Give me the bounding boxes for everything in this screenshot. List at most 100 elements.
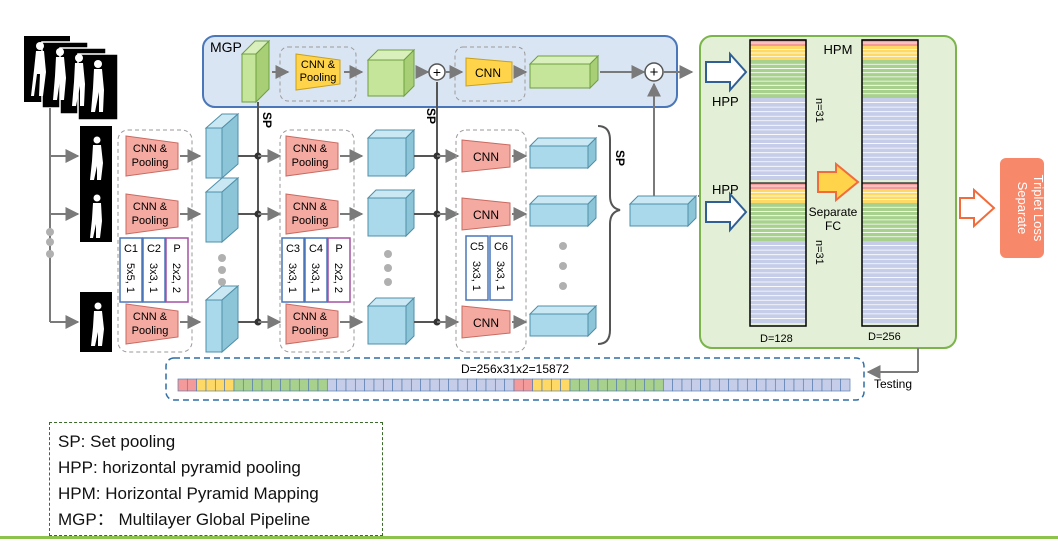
layer-spec-c5: C5 3x3, 1 (465, 235, 489, 301)
stage1-row3-label-b: Pooling (132, 325, 169, 337)
silhouette-frame-3 (80, 292, 112, 352)
p2-spec: 2x2, 2 (332, 263, 344, 293)
vector-cell (597, 378, 608, 392)
vector-cell (177, 378, 188, 392)
vector-cell (476, 378, 487, 392)
vector-cell (812, 378, 823, 392)
stage3-feature-map-2 (529, 195, 597, 227)
separate-triplet-loss-box[interactable] (1000, 158, 1044, 258)
vector-cell (672, 378, 683, 392)
vector-cell (532, 378, 543, 392)
layer-spec-c4: C4 3x3, 1 (304, 237, 328, 303)
vector-cell (401, 378, 412, 392)
p1-spec: 2x2, 2 (170, 263, 182, 293)
stage2-row3-label-a: CNN & (293, 311, 328, 323)
mgp-add-node-2: + (644, 62, 664, 82)
vector-cell (186, 378, 198, 392)
hpp-label-bottom: HPP (712, 182, 739, 197)
mgp-cnn-pooling-label-b: Pooling (300, 72, 337, 84)
vector-cell (700, 378, 711, 392)
stage2-feature-map-1 (367, 129, 415, 177)
vector-cell (326, 378, 338, 392)
testing-label: Testing (874, 377, 912, 391)
vector-cell (317, 378, 328, 392)
vector-cell (261, 378, 272, 392)
mgp-add-node-2-sign: + (650, 64, 659, 81)
vector-cell (765, 378, 776, 392)
vector-cell (840, 378, 851, 392)
vector-cell (289, 378, 300, 392)
vector-cell (233, 378, 244, 392)
vector-cell (774, 378, 786, 392)
legend-sp: SP: Set pooling (58, 432, 176, 451)
final-feature-dashed-box (165, 357, 865, 401)
vector-cell (690, 378, 702, 392)
hpm-title: HPM (824, 42, 853, 57)
vector-cell (550, 378, 562, 392)
vector-cell (662, 378, 674, 392)
hpp-strip-border (749, 39, 807, 327)
mgp-branch: MGP CNN & Pooling + CNN (202, 35, 694, 108)
mgp-title: MGP (210, 39, 242, 55)
stage1-cnn-pooling-row3: CNN & Pooling (125, 303, 179, 345)
stage1-row1-label-b: Pooling (132, 157, 169, 169)
vector-cell (252, 378, 263, 392)
vector-cell (308, 378, 319, 392)
vector-cell (569, 378, 580, 392)
stage1-row1-label-a: CNN & (133, 143, 168, 155)
vector-cell (746, 378, 758, 392)
strip-section (750, 203, 806, 241)
vector-cell (298, 378, 310, 392)
stage3-feature-map-1 (529, 137, 597, 169)
separate-fc-label-b: FC (825, 219, 841, 233)
vector-cell (354, 378, 366, 392)
c2-spec: 3x3, 1 (147, 263, 159, 293)
vector-cell (438, 378, 450, 392)
mgp-cnn-label: CNN (475, 66, 501, 80)
layer-spec-c2: C2 3x3, 1 (142, 237, 166, 303)
mgp-cnn-pooling-label-a: CNN & (301, 59, 336, 71)
mgp-cnn-pooling-block: CNN & Pooling (295, 53, 341, 91)
vector-cell (616, 378, 627, 392)
stage3-cnn-row3: CNN (461, 305, 511, 339)
stage2-row1-label-a: CNN & (293, 143, 328, 155)
p2-name: P (335, 243, 342, 255)
silhouette-frame-1 (80, 126, 112, 184)
stage2-ellipsis-dots (384, 250, 392, 286)
stage1-feature-map-2 (204, 176, 240, 244)
mgp-add-node-1-sign: + (433, 64, 441, 80)
strip-section (750, 60, 806, 98)
pooled-set-feature (629, 195, 697, 227)
mgp-feature-cube-1 (240, 39, 271, 104)
vector-cell (205, 378, 216, 392)
vector-cell (280, 378, 291, 392)
vector-cell (336, 378, 347, 392)
stage2-row1-label-b: Pooling (292, 157, 329, 169)
legend-box: SP: Set pooling HPP: horizontal pyramid … (49, 422, 383, 536)
vector-cell (522, 378, 534, 392)
layer-spec-c6: C6 3x3, 1 (489, 235, 513, 301)
stage2-dashed-group (279, 129, 355, 353)
vector-cell (364, 378, 375, 392)
stage1-row2-label-a: CNN & (133, 201, 168, 213)
vector-cell (485, 378, 496, 392)
stage1-cnn-pooling-row2: CNN & Pooling (125, 193, 179, 235)
loss-arrow (959, 187, 996, 229)
stage3-row1-label: CNN (473, 150, 499, 164)
input-silhouette-stack (24, 36, 119, 121)
c2-name: C2 (147, 243, 161, 255)
c1-name: C1 (124, 243, 138, 255)
layer-spec-p1: P 2x2, 2 (165, 237, 189, 303)
sp-label-1: SP (260, 112, 274, 128)
stage3-ellipsis-dots (559, 242, 567, 290)
hpp-arrow-bottom (705, 191, 748, 233)
final-feature-vector (177, 378, 851, 392)
vector-cell (513, 378, 524, 392)
vector-cell (625, 378, 636, 392)
silhouette-frame-2 (80, 184, 112, 242)
separate-fc-arrow (817, 161, 860, 203)
n31-label-bottom: n=31 (813, 240, 825, 265)
c4-name: C4 (309, 243, 323, 255)
stage1-dashed-group (117, 129, 193, 353)
